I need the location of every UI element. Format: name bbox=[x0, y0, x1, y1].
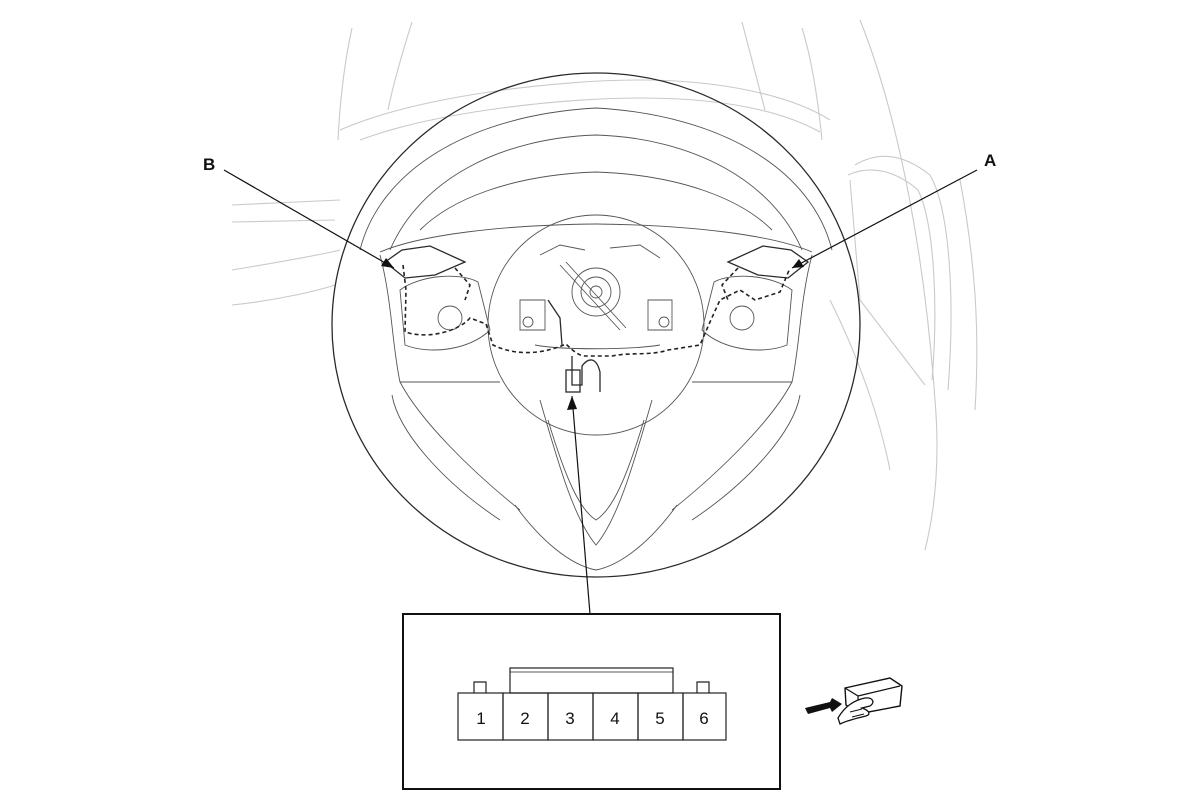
pin-number: 2 bbox=[520, 709, 529, 728]
callout-label-a: A bbox=[984, 151, 996, 170]
connector-detail-box: 1 2 3 4 5 6 bbox=[402, 613, 781, 790]
steering-wheel bbox=[331, 72, 861, 578]
callout-leaders bbox=[223, 169, 978, 615]
pin-number: 6 bbox=[699, 709, 708, 728]
dashboard-background bbox=[231, 19, 978, 551]
terminal-side-view-icon bbox=[805, 677, 903, 725]
pin-number: 3 bbox=[565, 709, 574, 728]
pin-number: 5 bbox=[655, 709, 664, 728]
pin-cell bbox=[682, 692, 727, 741]
pin-number: 1 bbox=[476, 709, 485, 728]
wiring-harness bbox=[402, 264, 791, 393]
callout-label-b: B bbox=[203, 155, 215, 174]
connector-pins: 1 2 3 4 5 6 bbox=[457, 692, 727, 741]
pin-number: 4 bbox=[610, 709, 619, 728]
